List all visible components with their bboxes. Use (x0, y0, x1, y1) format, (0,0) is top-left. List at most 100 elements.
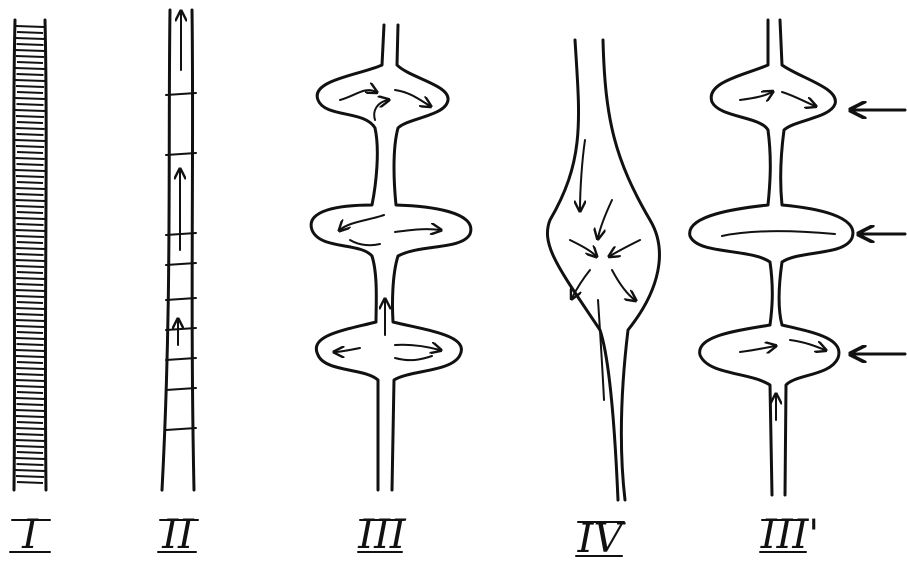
hatch-line (17, 164, 44, 165)
hatch-line (15, 410, 45, 411)
external-arrows (852, 110, 905, 354)
hatch-line (16, 386, 44, 387)
panel-4-arrow-6 (572, 270, 590, 298)
hatch-line (17, 122, 43, 123)
panel-4-tube (547, 40, 659, 500)
panel-3-swirl-2a (340, 215, 384, 230)
panel-4-streak (598, 300, 604, 400)
panel-5-swirl-1b (782, 92, 815, 106)
hatch-line (17, 452, 43, 453)
hatch-line (17, 392, 43, 393)
hatch-line (17, 464, 44, 465)
hatch-line (16, 86, 44, 87)
hatch-line (15, 200, 45, 201)
hatch-line (15, 260, 45, 261)
hatch-line (16, 368, 45, 369)
hatch-line (17, 302, 43, 303)
hatch-line (16, 236, 44, 237)
hatch-line (16, 296, 44, 297)
hatch-line (16, 266, 44, 267)
hatch-line (17, 362, 43, 363)
hatch-line (16, 116, 44, 117)
panel-3-swirl-1c (374, 100, 388, 120)
hatch-line (16, 188, 45, 189)
panel-1-hatching (15, 26, 45, 483)
hatch-line (16, 248, 45, 249)
hatch-line (16, 146, 44, 147)
panel-3-swirl-1a (340, 90, 376, 100)
hatch-line (15, 50, 45, 51)
hatch-line (17, 74, 44, 75)
hatch-line (16, 176, 44, 177)
panel-3-swirl-1b (395, 90, 430, 106)
hatch-line (16, 458, 45, 459)
segment-line (166, 428, 196, 430)
panel-3-swirl-3b (395, 345, 440, 350)
hatch-line (17, 284, 44, 285)
hatch-line (16, 206, 44, 207)
hatch-line (15, 230, 45, 231)
panel-3-swirl-2b (395, 229, 440, 232)
hatch-line (15, 140, 45, 141)
hatch-line (17, 272, 43, 273)
hatch-line (16, 68, 45, 69)
hatch-line (15, 110, 45, 111)
hatch-line (15, 470, 45, 471)
hatch-line (16, 56, 44, 57)
hatch-line (16, 356, 44, 357)
hatch-line (17, 374, 44, 375)
hatch-line (15, 440, 45, 441)
hatch-line (16, 218, 45, 219)
hatch-line (16, 278, 45, 279)
panel-3-swirl-2c (350, 240, 380, 245)
hatch-line (17, 422, 43, 423)
panel-3-swirl-3a (335, 348, 360, 352)
hatch-line (17, 224, 44, 225)
panel-4-arrow-5 (612, 270, 635, 300)
panel-4-arrow-3 (598, 200, 612, 238)
hatch-line (17, 332, 43, 333)
panel-5-streak-2 (722, 231, 835, 236)
hatch-line (17, 212, 43, 213)
hatch-line (16, 38, 45, 39)
hatch-line (17, 194, 44, 195)
panel-labels: I II III IV III' (10, 512, 819, 562)
hatch-line (16, 428, 45, 429)
hatch-line (16, 416, 44, 417)
panel-3-swirl-3c (395, 356, 432, 360)
hatch-line (16, 338, 45, 339)
hatch-line (17, 32, 43, 33)
hatch-line (16, 326, 44, 327)
hatch-line (16, 98, 45, 99)
panel-1-tube (14, 20, 46, 490)
panel-5-swirl-1a (740, 92, 772, 100)
panel-4-arrow-2 (570, 240, 596, 256)
panel-3-tube (311, 25, 471, 490)
hatch-line (17, 344, 44, 345)
panel-5-swirl-3a (740, 346, 775, 352)
hatch-line (16, 26, 44, 27)
hatch-line (17, 134, 44, 135)
panel-5-tube (690, 20, 853, 495)
hatch-line (17, 44, 44, 45)
hatch-line (17, 404, 44, 405)
hatch-line (17, 92, 43, 93)
hatch-line (16, 128, 45, 129)
hatch-line (15, 350, 45, 351)
hatch-line (16, 308, 45, 309)
hatch-line (15, 170, 45, 171)
hatch-line (15, 320, 45, 321)
hatch-line (16, 158, 45, 159)
hatch-line (16, 446, 44, 447)
hatch-line (17, 254, 44, 255)
hatch-line (17, 314, 44, 315)
panel-4-arrow-4 (610, 240, 640, 256)
panel-2-tube (162, 10, 196, 490)
hatch-line (16, 476, 44, 477)
hatch-line (15, 380, 45, 381)
hatch-line (16, 398, 45, 399)
hatch-line (17, 242, 43, 243)
hatch-line (17, 62, 43, 63)
hatch-line (17, 482, 43, 483)
